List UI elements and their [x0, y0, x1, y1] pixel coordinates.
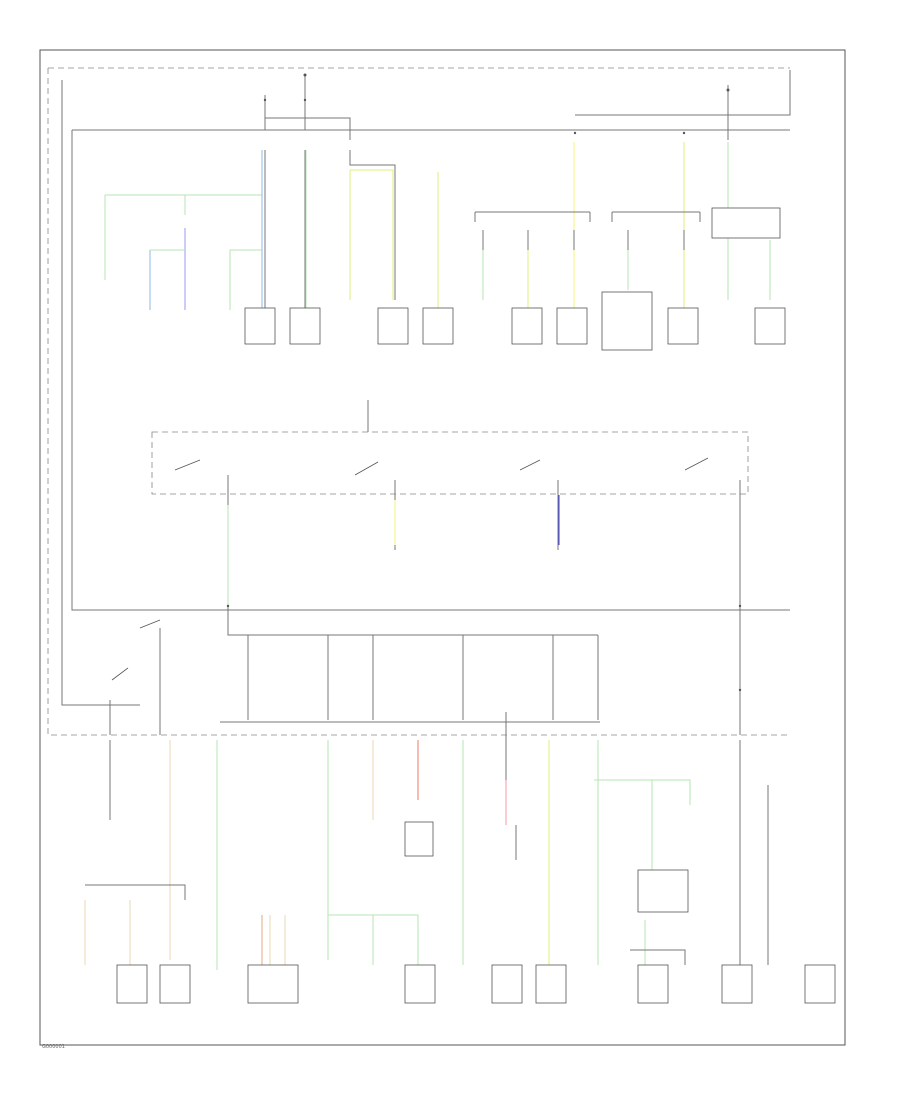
component-l5 [247, 964, 299, 1004]
wire-tan-c [84, 900, 131, 965]
top-main-feed [264, 73, 730, 310]
wire-green-l4 [594, 779, 691, 870]
fuse-symbols [226, 98, 742, 692]
component-l7 [491, 964, 523, 1004]
ignition-switch [174, 400, 741, 610]
component-l3 [116, 964, 148, 1004]
wire-green-l5 [328, 914, 419, 965]
wire-green-a [104, 194, 262, 280]
middle-wire-group [227, 495, 560, 605]
top-right-fuse-bracket [575, 70, 791, 116]
harness-boundary [47, 67, 790, 736]
component-u5 [511, 307, 543, 345]
component-u8 [667, 307, 699, 345]
component-l10 [721, 964, 753, 1004]
component-u4 [422, 307, 454, 345]
component-l4 [159, 964, 191, 1004]
component-l6 [404, 964, 436, 1004]
lower-grey-feeds [85, 712, 769, 965]
diagram-frame [39, 49, 846, 1046]
upper-wire-group [104, 142, 771, 310]
upper-component-row [244, 291, 786, 351]
upper-relay-brackets [474, 207, 781, 250]
lower-wire-group [84, 740, 691, 970]
wire-lime-a [349, 169, 394, 300]
component-u6 [556, 307, 588, 345]
component-l2 [637, 869, 689, 913]
component-l8 [535, 964, 567, 1004]
underhood-fuse-box-outline [71, 129, 790, 611]
component-l9 [637, 964, 669, 1004]
wire-tan-d [269, 915, 286, 968]
component-u3 [377, 307, 409, 345]
wire-green-c [229, 249, 262, 310]
lower-component-row [116, 821, 836, 1004]
lower-fuse-box [109, 550, 741, 735]
component-u9 [754, 307, 786, 345]
component-u1 [244, 307, 276, 345]
component-u7 [601, 291, 653, 351]
component-l11 [804, 964, 836, 1004]
figure-id: G000001 [42, 1044, 65, 1050]
ignition-switch-outline [151, 431, 749, 495]
left-battery-feed [61, 80, 140, 706]
component-u2 [289, 307, 321, 345]
component-l1 [404, 821, 434, 857]
